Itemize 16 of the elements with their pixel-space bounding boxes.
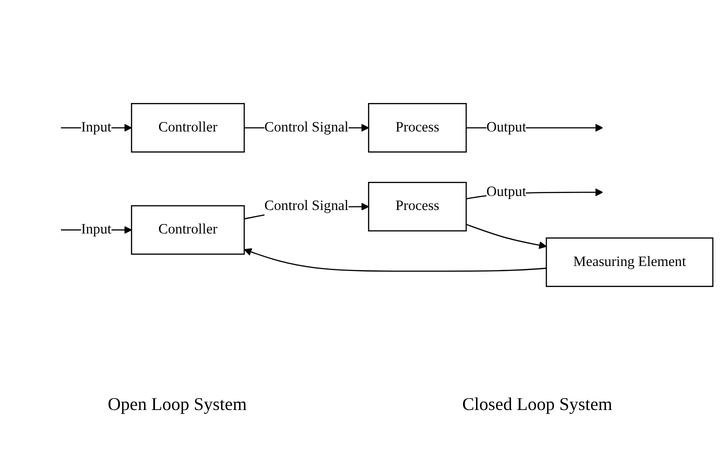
edge-label: Input — [81, 120, 112, 135]
arrow — [244, 248, 546, 272]
edge-label: Control Signal — [264, 198, 348, 214]
node-box — [368, 103, 467, 153]
edge-label: Input — [81, 222, 112, 238]
diagram-caption: Closed Loop System — [461, 393, 614, 416]
edge-label: Control Signal — [264, 120, 348, 135]
edge-label: Output — [486, 120, 526, 135]
block-diagram: Input Control Signal Output Input Control Signal Output Controller Process Controller Process Measuring Element — [0, 0, 720, 390]
node-box — [368, 182, 467, 232]
arrow — [466, 224, 547, 250]
node-box — [546, 237, 714, 287]
edge-label: Output — [486, 184, 526, 200]
diagram-caption: Open Loop System — [106, 393, 248, 416]
node-box — [130, 205, 245, 255]
node-box — [130, 103, 245, 153]
